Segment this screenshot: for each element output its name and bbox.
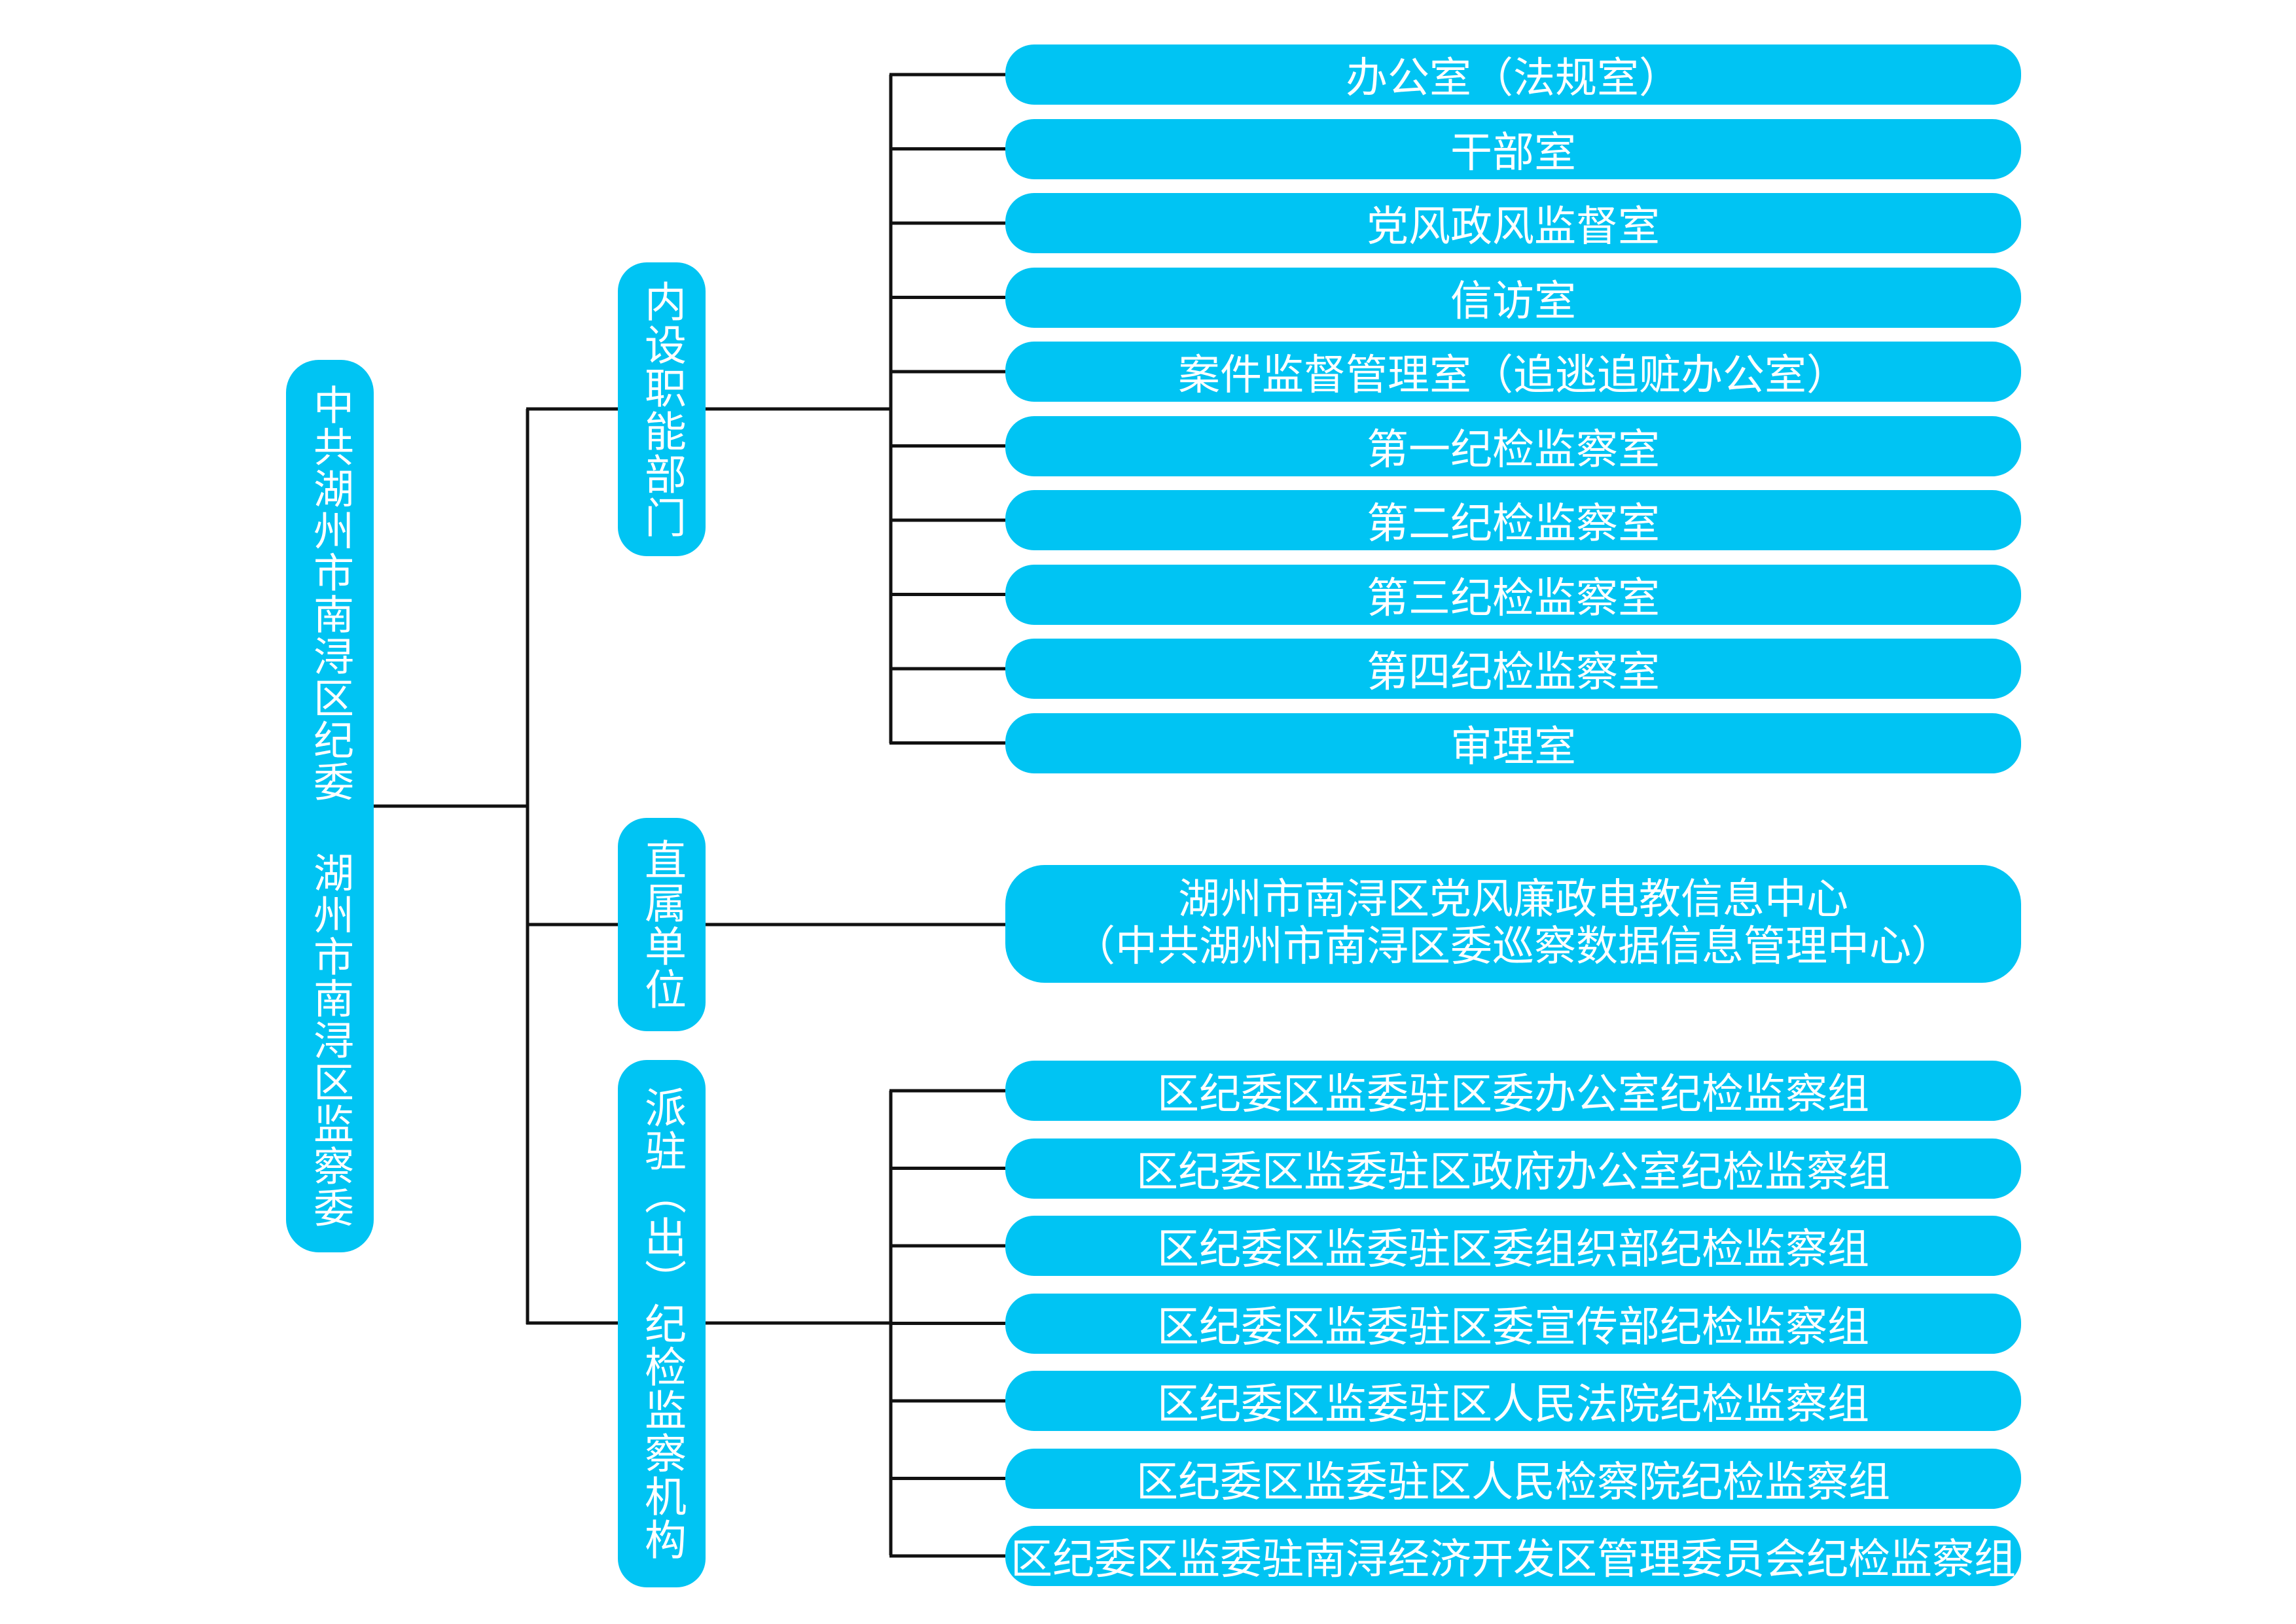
internal-department-node: 第三纪检监察室 <box>1005 564 2021 625</box>
dispatched-group-node: 区纪委区监委驻南浔经济开发区管理委员会纪检监察组 <box>1005 1526 2021 1586</box>
dispatched-group-label: 区纪委区监委驻区委办公室纪检监察组 <box>1157 1070 1869 1119</box>
internal-department-label: 第二纪检监察室 <box>1367 500 1660 548</box>
dispatched-group-node: 区纪委区监委驻区政府办公室纪检监察组 <box>1005 1138 2021 1199</box>
root-label: 中共湖州市南浔区纪委 湖州市南浔区监察委 <box>306 383 354 1229</box>
internal-department-node: 办公室（法规室） <box>1005 44 2021 105</box>
internal-department-label: 第一纪检监察室 <box>1367 425 1660 474</box>
internal-department-node: 干部室 <box>1005 118 2021 179</box>
internal-department-node: 审理室 <box>1005 713 2021 773</box>
dispatched-group-label: 区纪委区监委驻区人民检察院纪检监察组 <box>1136 1458 1890 1507</box>
internal-department-node: 案件监督管理室（追逃追赃办公室） <box>1005 342 2021 402</box>
category-label: 内设职能部门 <box>637 279 686 539</box>
direct-unit-node: 湖州市南浔区党风廉政电教信息中心 （中共湖州市南浔区委巡察数据信息管理中心） <box>1005 865 2021 983</box>
dispatched-group-node: 区纪委区监委驻区人民检察院纪检监察组 <box>1005 1448 2021 1509</box>
dispatched-group-node: 区纪委区监委驻区人民法院纪检监察组 <box>1005 1371 2021 1431</box>
internal-department-node: 党风政风监督室 <box>1005 193 2021 253</box>
root-node: 中共湖州市南浔区纪委 湖州市南浔区监察委 <box>286 360 374 1252</box>
category-label: 直属单位 <box>637 838 686 1011</box>
dispatched-group-label: 区纪委区监委驻区政府办公室纪检监察组 <box>1136 1148 1890 1197</box>
direct-unit-line2: （中共湖州市南浔区委巡察数据信息管理中心） <box>1073 923 1953 971</box>
dispatched-group-node: 区纪委区监委驻区委宣传部纪检监察组 <box>1005 1293 2021 1354</box>
internal-department-label: 审理室 <box>1450 722 1576 771</box>
internal-department-node: 第一纪检监察室 <box>1005 415 2021 476</box>
internal-department-node: 第四纪检监察室 <box>1005 639 2021 699</box>
direct-unit-line1: 湖州市南浔区党风廉政电教信息中心 <box>1178 875 1848 925</box>
internal-department-node: 信访室 <box>1005 267 2021 328</box>
dispatched-group-label: 区纪委区监委驻区委宣传部纪检监察组 <box>1157 1303 1869 1352</box>
internal-department-label: 第三纪检监察室 <box>1367 574 1660 623</box>
internal-department-label: 信访室 <box>1450 277 1576 326</box>
dispatched-group-label: 区纪委区监委驻区人民法院纪检监察组 <box>1157 1381 1869 1429</box>
category-dispatched-agencies: 派驻（出）纪检监察机构 <box>618 1060 706 1587</box>
internal-department-label: 干部室 <box>1450 128 1576 177</box>
category-internal-departments: 内设职能部门 <box>618 262 706 556</box>
internal-department-label: 党风政风监督室 <box>1367 203 1660 251</box>
internal-department-label: 办公室（法规室） <box>1346 54 1681 103</box>
internal-department-label: 案件监督管理室（追逃追赃办公室） <box>1178 351 1848 400</box>
category-direct-units: 直属单位 <box>618 818 706 1031</box>
dispatched-group-node: 区纪委区监委驻区委办公室纪检监察组 <box>1005 1061 2021 1121</box>
dispatched-group-label: 区纪委区监委驻南浔经济开发区管理委员会纪检监察组 <box>1011 1536 2016 1584</box>
dispatched-group-node: 区纪委区监委驻区委组织部纪检监察组 <box>1005 1216 2021 1276</box>
internal-department-label: 第四纪检监察室 <box>1367 648 1660 697</box>
dispatched-group-label: 区纪委区监委驻区委组织部纪检监察组 <box>1157 1226 1869 1274</box>
category-label: 派驻（出）纪检监察机构 <box>637 1086 686 1561</box>
internal-department-node: 第二纪检监察室 <box>1005 490 2021 550</box>
